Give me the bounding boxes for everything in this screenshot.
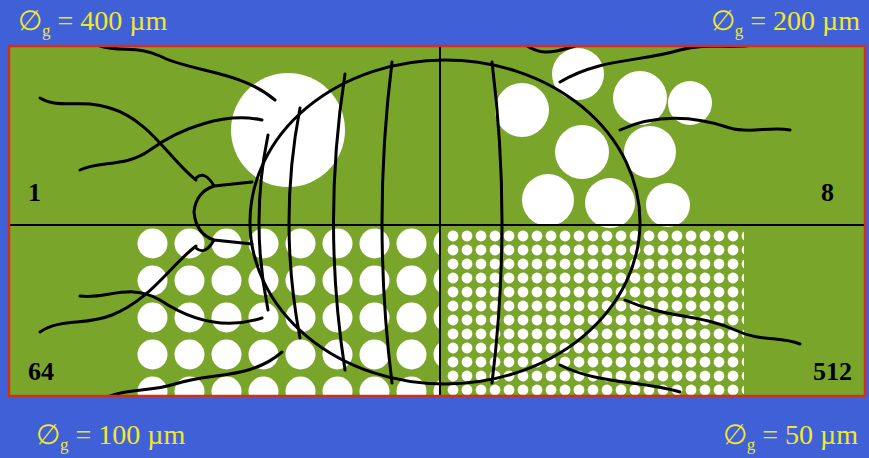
mite-outline — [40, 46, 800, 396]
green-panel — [9, 46, 865, 396]
count-number: 64 — [28, 358, 54, 387]
divider-line — [439, 46, 441, 396]
diameter-label: ∅g = 200 µm — [711, 6, 860, 37]
count-number: 512 — [813, 358, 852, 387]
quadrant-panel: ∅g = 400 µm1 — [9, 46, 440, 225]
particle-circles — [132, 48, 744, 396]
divider-line — [9, 224, 865, 226]
panel-border — [9, 46, 865, 396]
large-particle — [231, 73, 345, 187]
count-number: 1 — [28, 179, 41, 208]
fine-particles — [446, 229, 744, 396]
count-number: 8 — [821, 179, 834, 208]
quadrant-panel: ∅g = 100 µm64 — [9, 225, 440, 396]
diameter-label: ∅g = 100 µm — [36, 420, 185, 451]
quadrant-panel: ∅g = 50 µm512 — [440, 225, 865, 396]
quadrant-panel: ∅g = 200 µm8 — [440, 46, 865, 225]
diameter-label: ∅g = 50 µm — [723, 420, 858, 451]
diameter-label: ∅g = 400 µm — [18, 6, 167, 37]
